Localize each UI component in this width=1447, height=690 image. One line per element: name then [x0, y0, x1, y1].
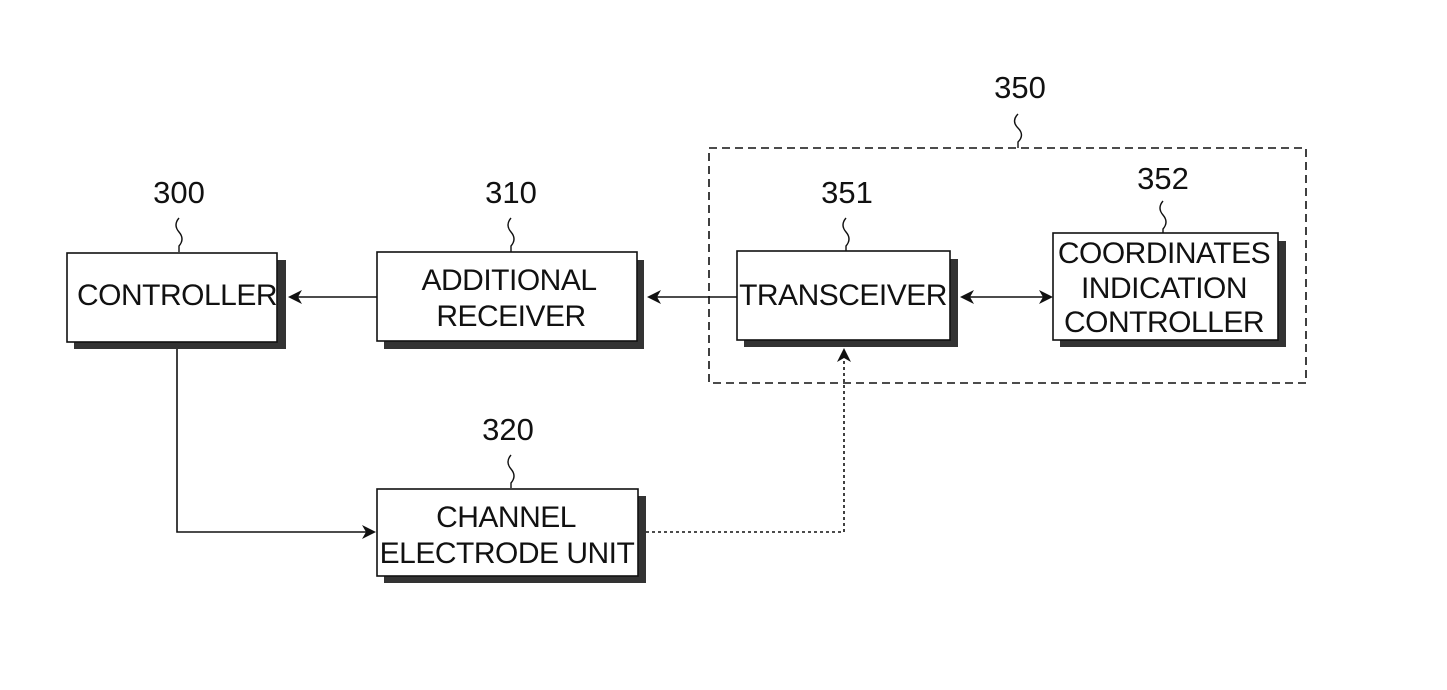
controller-block: CONTROLLER 300: [67, 175, 286, 349]
channel-electrode-unit-block: CHANNEL ELECTRODE UNIT 320: [377, 412, 646, 583]
group-350-leader: [1015, 114, 1022, 148]
controller-leader: [176, 218, 182, 252]
coordinates-indication-controller-label-line3: CONTROLLER: [1064, 306, 1264, 339]
coordinates-indication-controller-label-line1: COORDINATES: [1058, 237, 1270, 270]
channel-electrode-unit-leader: [508, 455, 514, 488]
transceiver-ref: 351: [821, 175, 873, 210]
coordinates-indication-controller-ref: 352: [1137, 161, 1189, 196]
coordinates-indication-controller-leader: [1160, 201, 1166, 233]
controller-label: CONTROLLER: [77, 279, 277, 312]
group-350-ref: 350: [994, 70, 1046, 105]
transceiver-label: TRANSCEIVER: [739, 279, 947, 312]
coordinates-indication-controller-label-line2: INDICATION: [1081, 272, 1247, 305]
arrow-controller-to-channel-electrode-unit: [177, 349, 374, 532]
transceiver-leader: [843, 218, 849, 251]
additional-receiver-ref: 310: [485, 175, 537, 210]
additional-receiver-label-line1: ADDITIONAL: [421, 264, 596, 297]
additional-receiver-block: ADDITIONAL RECEIVER 310: [377, 175, 644, 349]
channel-electrode-unit-label-line1: CHANNEL: [436, 501, 576, 534]
transceiver-block: TRANSCEIVER 351: [737, 175, 958, 347]
arrow-channel-electrode-unit-to-transceiver: [646, 350, 844, 532]
additional-receiver-label-line2: RECEIVER: [436, 300, 585, 333]
channel-electrode-unit-label-line2: ELECTRODE UNIT: [380, 537, 635, 570]
additional-receiver-leader: [508, 218, 514, 252]
channel-electrode-unit-ref: 320: [482, 412, 534, 447]
controller-ref: 300: [153, 175, 205, 210]
coordinates-indication-controller-block: COORDINATES INDICATION CONTROLLER 352: [1053, 161, 1286, 347]
